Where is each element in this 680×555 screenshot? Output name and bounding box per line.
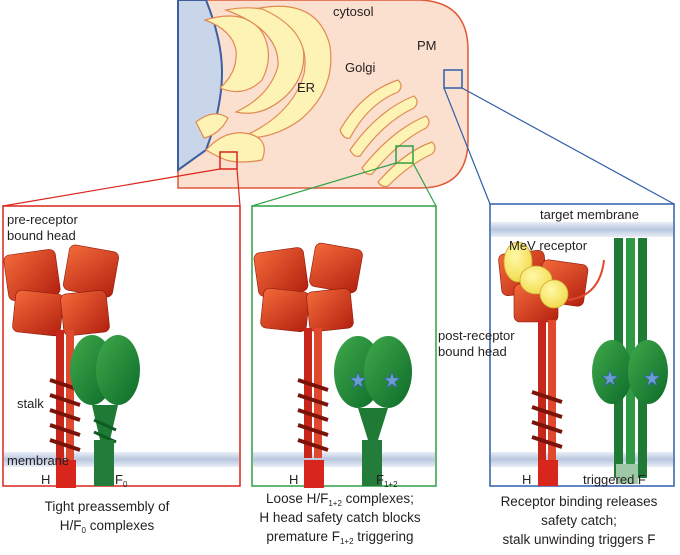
panel-3-target-membrane-label: target membrane — [540, 207, 639, 222]
panel-1-stalk-label: stalk — [17, 396, 44, 411]
star-icon — [643, 369, 661, 387]
panel-2: H F1+2 Loose H/F1+2 complexes; H head sa… — [251, 205, 437, 546]
panel-3-caption-line3: stalk unwinding triggers F — [502, 532, 655, 547]
panel-3-h-label: H — [522, 472, 531, 487]
panel-1-membrane-label: membrane — [7, 453, 69, 468]
label-golgi: Golgi — [345, 60, 375, 75]
panel-3-head-label-line1: post-receptor — [438, 328, 515, 343]
panel-3-receptor-label: MeV receptor — [509, 238, 588, 253]
h-protein-head — [3, 244, 119, 337]
star-icon — [383, 371, 401, 389]
panel-1-caption-line1: Tight preassembly of — [45, 499, 170, 514]
panel-2-membrane — [253, 452, 435, 467]
panel-2-caption-line2: H head safety catch blocks — [259, 510, 421, 525]
panel-3: target membrane — [438, 203, 675, 547]
panel-3-head-label-line2: bound head — [438, 344, 507, 359]
zoom-square-pm — [443, 69, 463, 89]
h-protein-head — [253, 242, 363, 333]
panel-2-f-label: F1+2 — [376, 472, 398, 489]
zoom-square-er — [219, 151, 238, 170]
h-protein-stalk — [531, 320, 563, 486]
label-er: ER — [297, 80, 315, 95]
er-membranes — [195, 5, 332, 163]
label-cytosol: cytosol — [333, 4, 374, 19]
panel-3-target-membrane — [491, 222, 673, 237]
star-icon — [349, 371, 367, 389]
f-protein-triggered — [592, 238, 668, 484]
callout-lines — [2, 87, 675, 207]
panel-1-h-label: H — [41, 472, 50, 487]
panel-1-f-label: F0 — [115, 472, 128, 489]
zoom-square-golgi — [395, 145, 414, 164]
panel-1-caption-line2: H/F0 complexes — [60, 518, 155, 535]
panel-1-head-label-line2: bound head — [7, 228, 76, 243]
panel-3-caption-line2: safety catch; — [541, 513, 617, 528]
panel-3-triggered-label: triggered F — [583, 472, 646, 487]
label-pm: PM — [417, 38, 437, 53]
panel-1-head-label-line1: pre-receptor — [7, 212, 78, 227]
star-icon — [601, 369, 619, 387]
mev-receptor — [503, 241, 569, 309]
panel-2-h-label: H — [289, 472, 298, 487]
panel-1: pre-receptor bound head stalk membrane — [2, 205, 241, 535]
h-protein-stalk — [297, 328, 329, 488]
cell-cutaway: cytosol Golgi ER PM — [177, 0, 469, 189]
f-protein — [70, 335, 140, 486]
f-protein — [334, 336, 412, 486]
h-protein-stalk — [49, 330, 81, 488]
panel-3-caption-line1: Receptor binding releases — [501, 494, 658, 509]
receptor-tether — [567, 259, 605, 301]
panel-2-caption-line3: premature F1+2 triggering — [266, 529, 413, 546]
panel-2-caption-line1: Loose H/F1+2 complexes; — [266, 491, 414, 508]
